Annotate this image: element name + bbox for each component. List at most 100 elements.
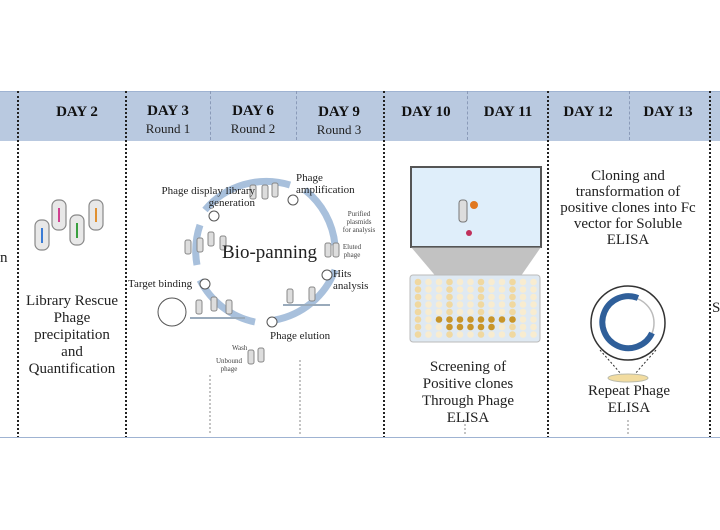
plate-well	[509, 293, 516, 301]
plate-well	[414, 331, 422, 338]
plate-well	[467, 301, 474, 308]
day-2-label: DAY 2	[56, 104, 98, 120]
step-2-label: Target binding	[128, 278, 193, 290]
plate-well	[456, 308, 464, 316]
plate-well	[435, 308, 443, 316]
plate-well	[425, 308, 432, 316]
plate-well	[509, 286, 516, 293]
plate-well	[425, 331, 432, 338]
sub-divider	[296, 91, 297, 140]
plate-well	[435, 293, 443, 301]
unbound-label: Unbound phage	[215, 357, 243, 373]
wash-label: Wash	[232, 344, 248, 352]
plate-well	[488, 293, 495, 301]
day-11-label: DAY 11	[483, 104, 533, 120]
day12-repeat-text: Repeat Phage ELISA	[587, 383, 671, 416]
plate-well	[477, 301, 485, 308]
plate-well	[488, 286, 495, 293]
plate-well	[509, 331, 516, 338]
day2-description: Library Rescue Phage precipitation and Q…	[25, 293, 119, 377]
plate-well	[467, 308, 474, 316]
plate-well	[477, 331, 485, 338]
plate-well	[519, 286, 527, 293]
plate-well	[414, 316, 422, 323]
divider	[383, 91, 385, 438]
plate-well	[425, 286, 432, 293]
step-number-icons	[199, 194, 333, 328]
plate-well	[530, 286, 537, 293]
plate-well	[435, 316, 443, 323]
plate-well	[467, 286, 474, 293]
plate-well	[498, 308, 506, 316]
plate-well	[435, 301, 443, 308]
biopanning-title: Bio-panning	[222, 242, 317, 263]
sub-divider	[629, 91, 630, 140]
round-3-label: Round 3	[316, 122, 362, 137]
day-12-label: DAY 12	[563, 104, 613, 120]
plate-well	[530, 323, 537, 331]
plate-well	[425, 301, 432, 308]
plate-well	[530, 293, 537, 301]
plate-well	[435, 331, 443, 338]
plate-well	[519, 331, 527, 338]
plate-well	[530, 316, 537, 323]
plate-well	[519, 323, 527, 331]
left-cut-text: n	[0, 250, 8, 266]
plate-well	[446, 293, 453, 301]
plate-well	[456, 331, 464, 338]
plate-well	[509, 278, 516, 286]
plate-well	[446, 316, 453, 323]
round-2-label: Round 2	[230, 121, 276, 136]
plate-well	[488, 331, 495, 338]
plate-well	[467, 316, 474, 323]
plate-well	[425, 293, 432, 301]
plate-well	[488, 316, 495, 323]
right-cut-text: S	[712, 300, 720, 316]
plate-well	[477, 316, 485, 323]
timeline-header	[0, 91, 720, 141]
plate-well	[509, 316, 516, 323]
plate-well	[414, 323, 422, 331]
day-10-label: DAY 10	[401, 104, 451, 120]
plate-well	[425, 323, 432, 331]
purified-label: Purified plasmids for analysis	[342, 210, 376, 234]
round-1-label: Round 1	[145, 121, 191, 136]
plate-icon	[409, 166, 542, 343]
plate-well	[425, 278, 432, 286]
plate-well	[530, 331, 537, 338]
plate-well	[446, 308, 453, 316]
plate-well	[488, 308, 495, 316]
step-1-label: Phage display library generation	[161, 185, 255, 209]
plate-well	[414, 278, 422, 286]
plate-well	[435, 278, 443, 286]
plate-well	[414, 293, 422, 301]
plate-well	[519, 278, 527, 286]
plate-well	[498, 331, 506, 338]
day-3-label: DAY 3	[147, 103, 189, 119]
plate-well	[519, 293, 527, 301]
day-13-label: DAY 13	[643, 104, 693, 120]
plate-well	[456, 323, 464, 331]
plate-well	[519, 316, 527, 323]
plate-well	[498, 286, 506, 293]
plate-well	[477, 308, 485, 316]
plate-well	[530, 301, 537, 308]
plate-well	[477, 323, 485, 331]
plasmid-icon	[590, 285, 666, 383]
plate-well	[456, 293, 464, 301]
plate-well	[414, 286, 422, 293]
plate-well	[456, 278, 464, 286]
step-5-label: Phage amplification	[296, 172, 355, 196]
step-3-label: Phage elution	[270, 330, 331, 342]
plate-well	[456, 301, 464, 308]
plate-well	[488, 301, 495, 308]
plate-well	[414, 308, 422, 316]
divider	[17, 91, 19, 438]
plate-well	[446, 278, 453, 286]
plate-well	[498, 293, 506, 301]
divider	[709, 91, 711, 438]
plate-well	[414, 301, 422, 308]
plate-well	[435, 323, 443, 331]
zoom-detail-icon	[157, 297, 187, 327]
